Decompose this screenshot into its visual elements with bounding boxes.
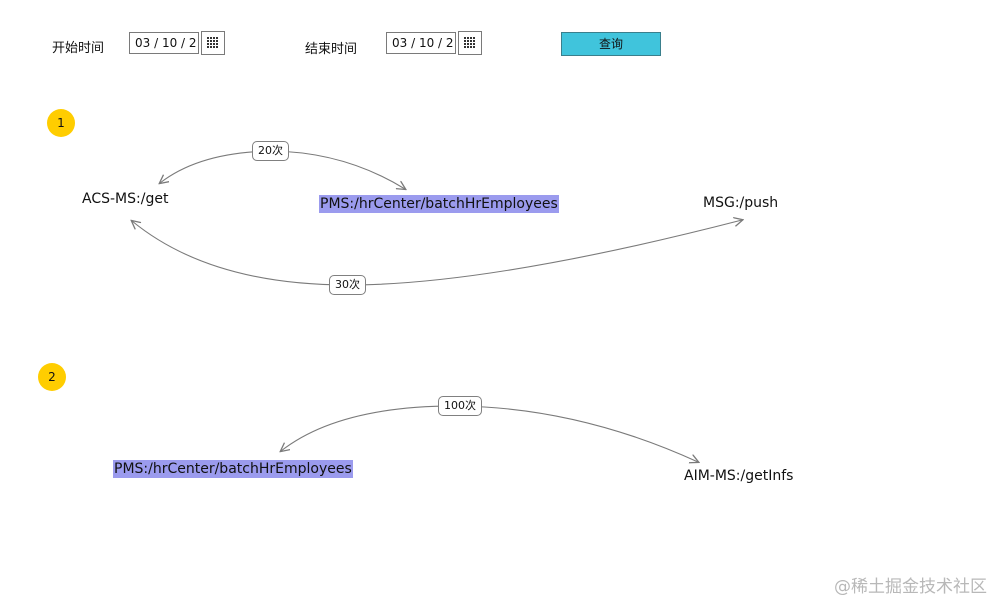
calendar-grid-icon [207,37,218,48]
edge-acs-to-msg [347,220,742,286]
node-pms-batch-hr-employees[interactable]: PMS:/hrCenter/batchHrEmployees [319,195,559,213]
query-button[interactable]: 查询 [561,32,661,56]
graph-2-badge: 2 [38,363,66,391]
edge-msg-to-acs [132,221,349,286]
edge-label-count: 20次 [252,141,289,161]
edge-aim-to-pms [281,405,461,451]
edge-label-count: 30次 [329,275,366,295]
end-calendar-button[interactable] [458,31,482,55]
start-calendar-button[interactable] [201,31,225,55]
node-msg-push[interactable]: MSG:/push [703,195,779,211]
watermark-text: @稀土掘金技术社区 [834,577,987,597]
node-pms-batch-hr-employees[interactable]: PMS:/hrCenter/batchHrEmployees [113,460,353,478]
node-acs-ms-get[interactable]: ACS-MS:/get [82,191,169,207]
calendar-grid-icon [464,37,475,48]
edge-label-count: 100次 [438,396,482,416]
edge-acs-to-pms [271,150,405,189]
start-date-input[interactable]: 03 / 10 / 2 [129,32,199,54]
end-date-input[interactable]: 03 / 10 / 2 [386,32,456,54]
graph-1-badge: 1 [47,109,75,137]
edge-pms-to-aim [459,405,698,462]
end-time-label: 结束时间 [305,42,358,57]
node-aim-ms-getinfs[interactable]: AIM-MS:/getInfs [684,468,794,484]
start-time-label: 开始时间 [52,41,105,56]
